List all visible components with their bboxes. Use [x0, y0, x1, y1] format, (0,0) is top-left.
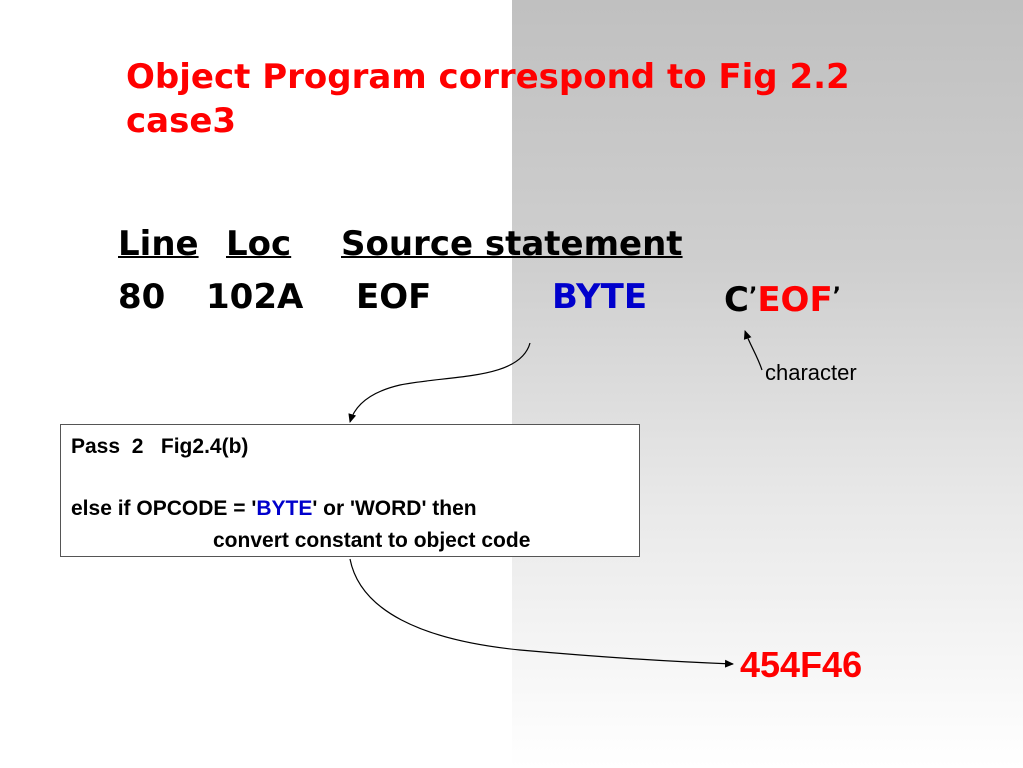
operand-prefix: C	[724, 280, 749, 320]
condition-pre: else if OPCODE = '	[71, 497, 257, 520]
arrow-byte-to-box	[348, 342, 531, 423]
pass2-condition: else if OPCODE = 'BYTE' or 'WORD' then	[71, 497, 477, 521]
operand-quote-open: ’	[748, 284, 758, 309]
character-annotation: character	[765, 360, 857, 385]
arrow-box-to-result	[349, 558, 734, 668]
gray-gradient-panel	[512, 0, 1023, 768]
statement-line-number: 80	[118, 277, 166, 317]
operand-value: EOF	[757, 280, 833, 320]
header-source-statement: Source statement	[341, 224, 683, 264]
object-code-result: 454F46	[740, 644, 863, 685]
header-line: Line	[118, 224, 199, 264]
pass2-code-box: Pass 2 Fig2.4(b) else if OPCODE = 'BYTE'…	[60, 424, 640, 557]
statement-location: 102A	[206, 277, 304, 317]
pass2-action: convert constant to object code	[213, 529, 531, 552]
statement-label: EOF	[356, 277, 432, 317]
pass2-heading: Pass 2 Fig2.4(b)	[71, 435, 249, 458]
statement-opcode: BYTE	[552, 277, 648, 317]
condition-post: ' or 'WORD' then	[312, 497, 477, 520]
arrow-character-to-operand	[743, 330, 763, 371]
header-loc: Loc	[226, 224, 292, 264]
statement-operand: C’EOF’	[724, 277, 841, 320]
operand-quote-close: ’	[832, 284, 842, 309]
slide-title: Object Program correspond to Fig 2.2 cas…	[126, 57, 850, 141]
condition-byte-keyword: BYTE	[256, 497, 313, 520]
